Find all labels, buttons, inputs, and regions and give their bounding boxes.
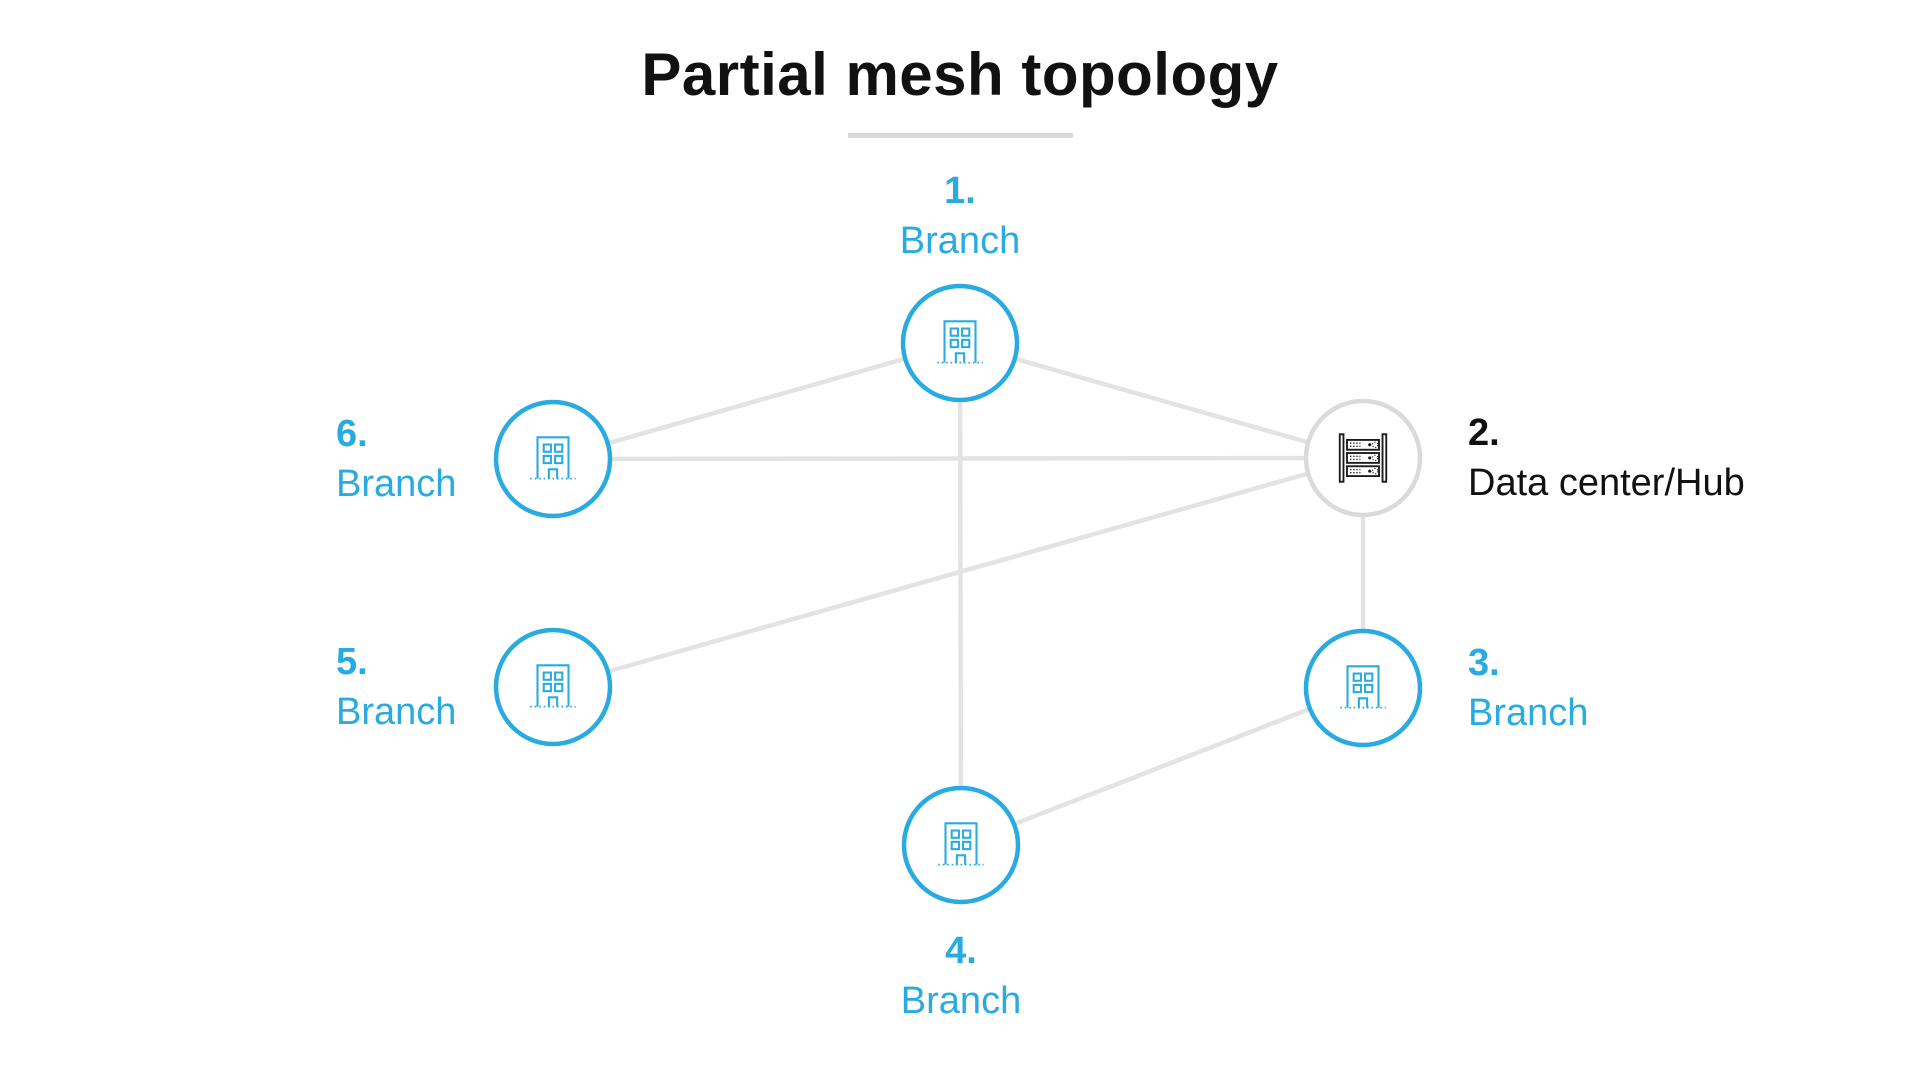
node-n6-circle [493,399,613,519]
node-n6-branch [493,399,613,519]
node-n2-hub [1303,398,1423,518]
node-n5-circle [493,627,613,747]
node-n4-branch [901,785,1021,905]
node-circles [493,283,1423,905]
edge-n6-n2 [552,455,1364,462]
edge-n1-n4 [957,342,964,846]
connection-lines [552,340,1366,848]
title-underline [848,133,1073,138]
edge-n3-n4 [960,685,1364,848]
node-n1-circle [900,283,1020,403]
node-n1-branch [900,283,1020,403]
edge-n1-n2 [959,340,1364,461]
node-n5-branch [493,627,613,747]
node-n3-circle [1303,628,1423,748]
node-n4-circle [901,785,1021,905]
edge-n2-n5 [552,455,1364,690]
edge-n1-n6 [552,340,961,462]
node-n2-circle [1303,398,1423,518]
diagram-title: Partial mesh topology [641,41,1279,108]
node-n3-branch [1303,628,1423,748]
